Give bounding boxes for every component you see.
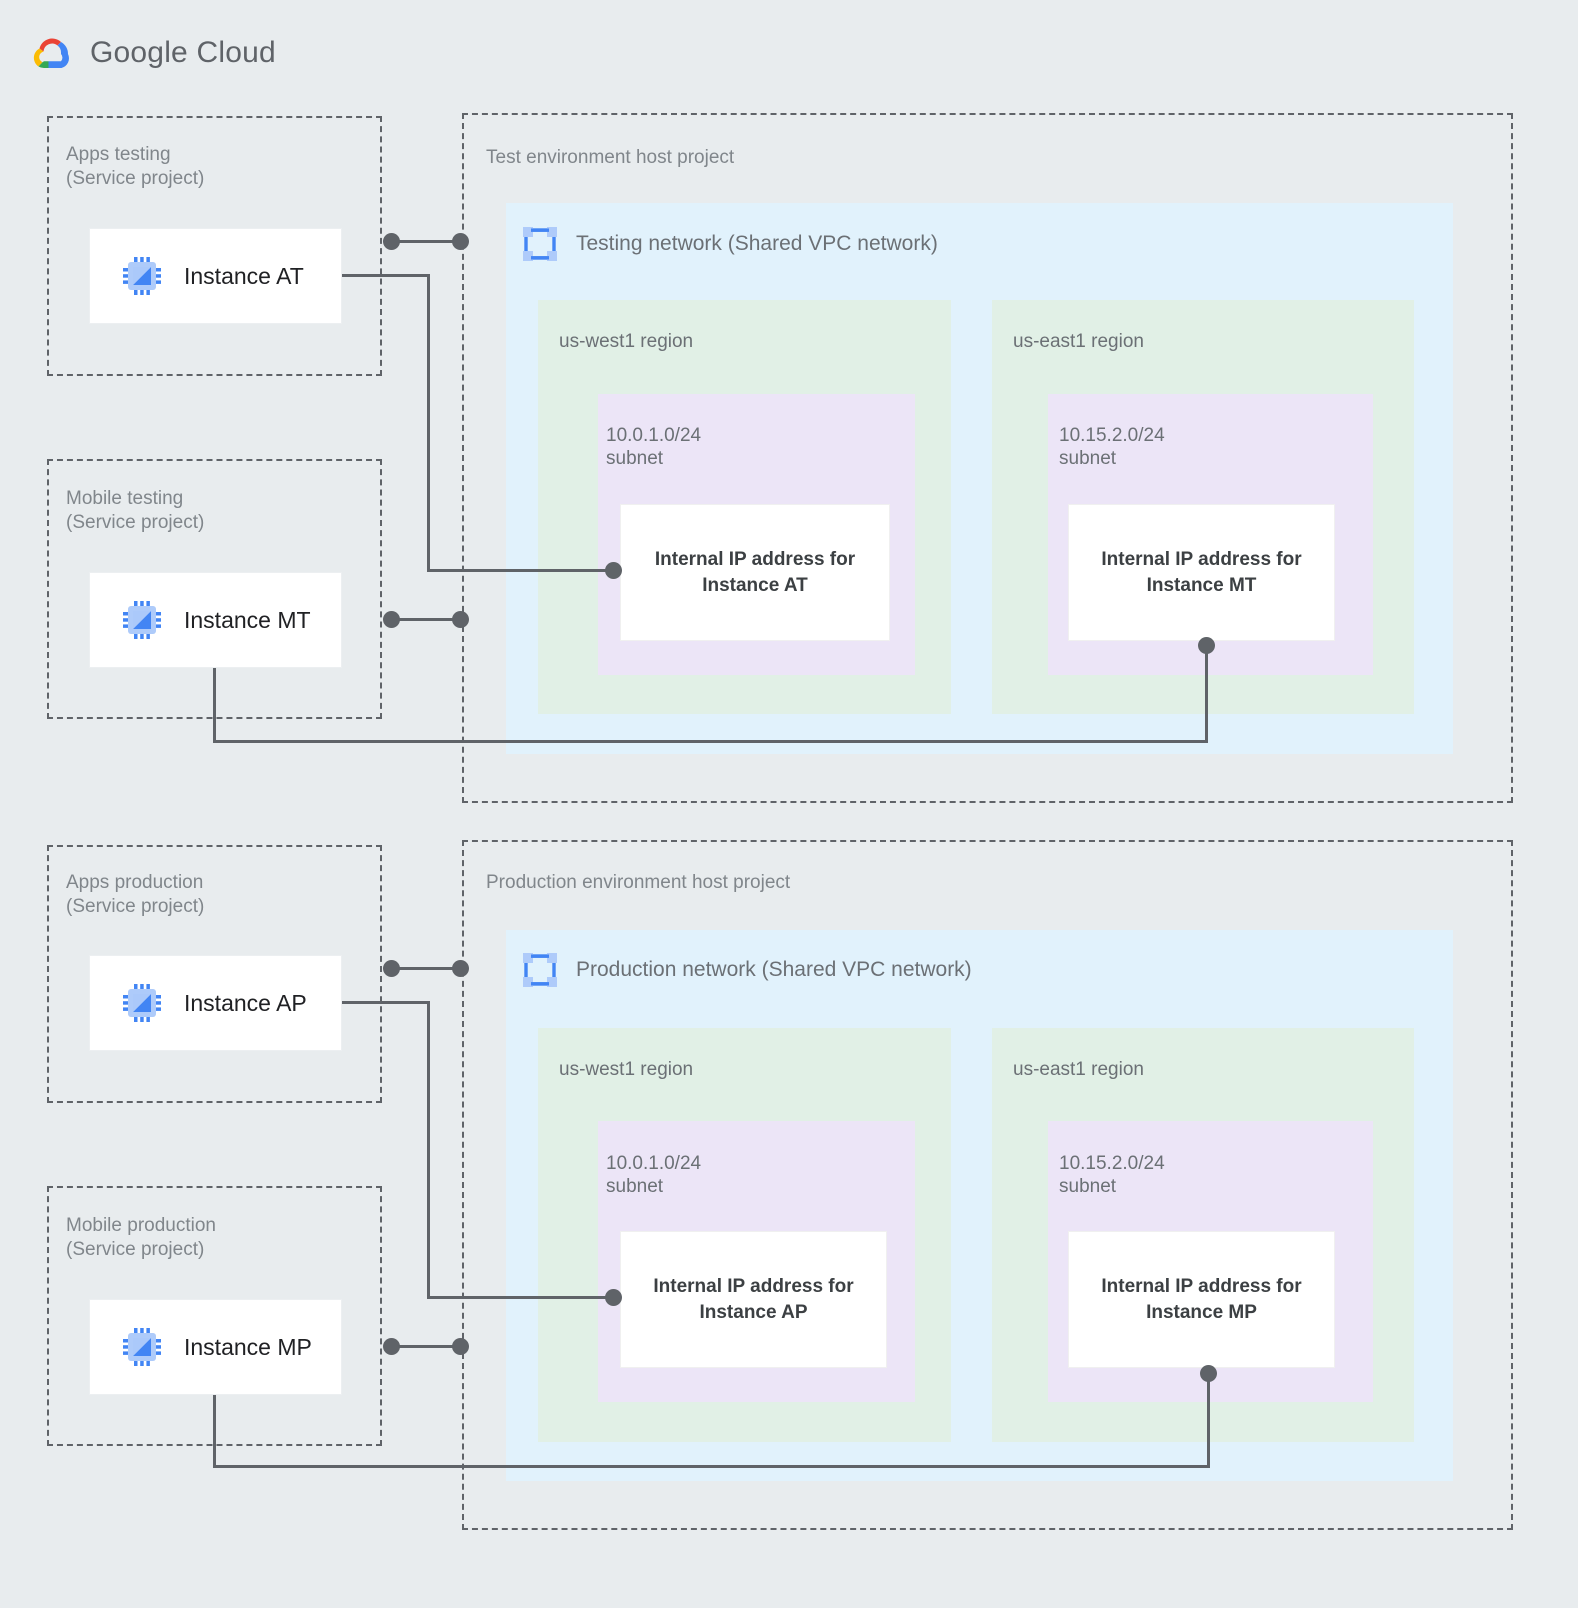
link-mobile-testing-to-test-host [390,618,460,621]
conn-at-seg3 [427,569,617,572]
ip-card-instance-mp[interactable]: Internal IP address for Instance MP [1068,1231,1335,1368]
project-mobile-testing-label: Mobile testing (Service project) [66,488,205,534]
instance-card-mp[interactable]: Instance MP [89,1299,342,1395]
subnet-test-us-west1-label: 10.0.1.0/24 subnet [606,425,702,470]
link-dot-test-host-b [452,611,469,628]
conn-ap-seg2 [427,1001,430,1299]
conn-at-seg1 [342,274,430,277]
conn-mp-seg1 [213,1395,216,1467]
vpc-network-icon [523,953,557,987]
logo-wordmark: Google Cloud [90,36,276,70]
subnet-prod-us-west1-label: 10.0.1.0/24 subnet [606,1153,702,1198]
project-test-host-label: Test environment host project [486,147,735,168]
vpc-network-icon [523,227,557,261]
conn-at-seg2 [427,274,430,571]
conn-ap-endpoint-dot [605,1289,622,1306]
vm-instance-icon [123,601,161,639]
ip-card-instance-at-text: Internal IP address for Instance AT [654,548,856,596]
conn-ap-seg1 [342,1001,430,1004]
link-dot-prod-host-a [452,960,469,977]
ip-card-instance-mt[interactable]: Internal IP address for Instance MT [1068,504,1335,641]
link-apps-production-to-prod-host [390,967,460,970]
instance-card-ap[interactable]: Instance AP [89,955,342,1051]
conn-at-endpoint-dot [605,562,622,579]
project-apps-production-label: Apps production (Service project) [66,872,205,918]
link-mobile-production-to-prod-host [390,1345,460,1348]
subnet-test-us-east1-label: 10.15.2.0/24 subnet [1059,425,1165,470]
link-dot-mobile-production [383,1338,400,1355]
vpc-production-network-title: Production network (Shared VPC network) [576,958,972,981]
project-apps-testing[interactable] [47,116,382,376]
region-test-us-west1-label: us-west1 region [559,331,694,352]
ip-card-instance-mp-text: Internal IP address for Instance MP [1101,1275,1302,1323]
ip-card-instance-ap[interactable]: Internal IP address for Instance AP [620,1231,887,1368]
instance-mp-label: Instance MP [184,1333,312,1360]
ip-card-instance-mt-text: Internal IP address for Instance MT [1101,548,1302,596]
link-dot-prod-host-b [452,1338,469,1355]
project-apps-production[interactable] [47,845,382,1103]
conn-ap-seg3 [427,1296,617,1299]
project-test-host[interactable] [462,113,1513,803]
instance-card-mt[interactable]: Instance MT [89,572,342,668]
ip-card-instance-ap-text: Internal IP address for Instance AP [653,1275,854,1323]
google-cloud-logo-icon [33,38,69,69]
vpc-testing-network-header: Testing network (Shared VPC network) [522,226,938,262]
conn-mp-seg3 [1207,1373,1210,1467]
logo-word-cloud: Cloud [187,36,276,69]
vm-instance-icon [123,257,161,295]
vpc-production-network-header: Production network (Shared VPC network) [522,952,972,988]
link-apps-testing-to-test-host [390,240,460,243]
logo-word-google: Google [90,36,188,69]
instance-at-label: Instance AT [184,262,304,289]
project-prod-host[interactable] [462,840,1513,1530]
vm-instance-icon [123,1328,161,1366]
region-prod-us-west1-label: us-west1 region [559,1059,694,1080]
instance-card-at[interactable]: Instance AT [89,228,342,324]
project-apps-testing-label: Apps testing (Service project) [66,144,205,190]
conn-mt-seg2 [213,740,1208,743]
conn-mt-endpoint-dot [1198,637,1215,654]
ip-card-instance-at[interactable]: Internal IP address for Instance AT [620,504,890,641]
link-dot-apps-testing [383,233,400,250]
project-mobile-production-label: Mobile production (Service project) [66,1215,216,1261]
subnet-prod-us-east1-label: 10.15.2.0/24 subnet [1059,1153,1165,1198]
google-cloud-logo: Google Cloud [30,33,276,73]
link-dot-test-host-a [452,233,469,250]
conn-mp-endpoint-dot [1200,1365,1217,1382]
conn-mt-seg1 [213,668,216,742]
instance-ap-label: Instance AP [184,989,307,1016]
region-prod-us-east1-label: us-east1 region [1013,1059,1144,1080]
instance-mt-label: Instance MT [184,606,311,633]
project-prod-host-label: Production environment host project [486,872,791,893]
region-test-us-east1-label: us-east1 region [1013,331,1144,352]
conn-mp-seg2 [213,1465,1210,1468]
vm-instance-icon [123,984,161,1022]
vpc-testing-network-title: Testing network (Shared VPC network) [576,232,938,255]
link-dot-mobile-testing [383,611,400,628]
link-dot-apps-production [383,960,400,977]
conn-mt-seg3 [1205,645,1208,742]
